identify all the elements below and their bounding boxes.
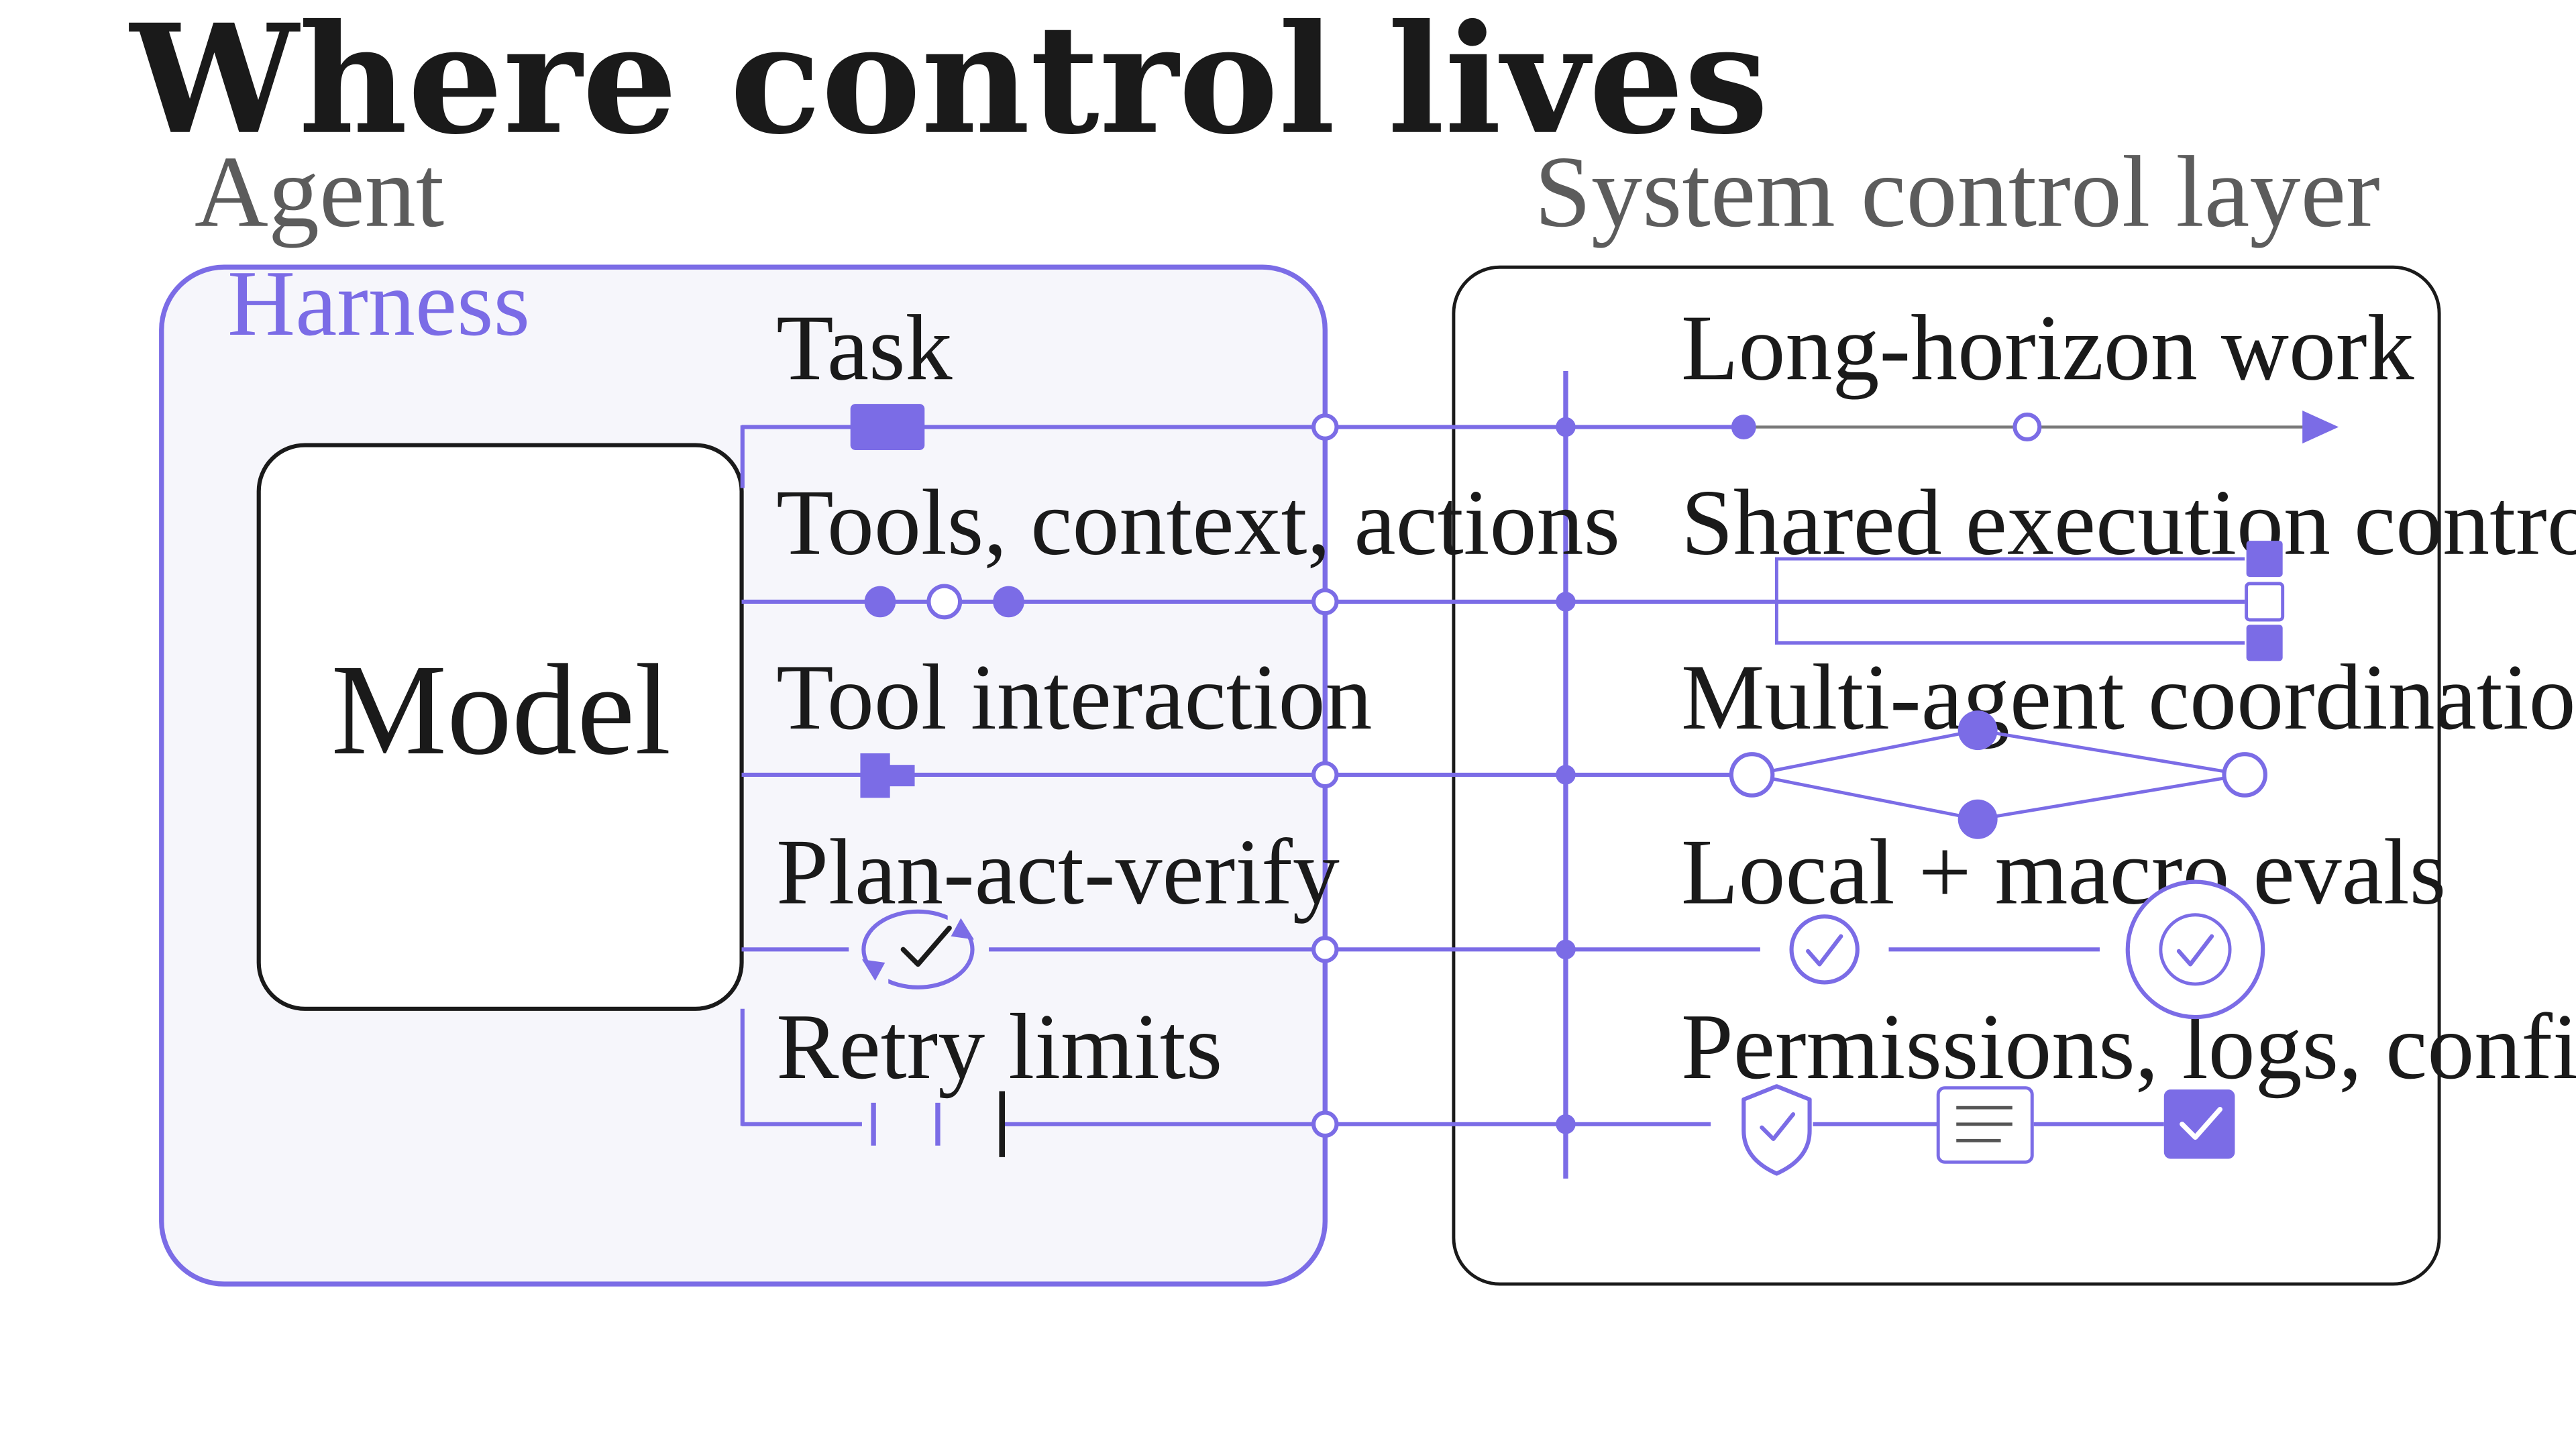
row-label-long-horizon: Long-horizon work — [1681, 296, 2415, 400]
timeline-icon — [1565, 410, 2339, 444]
verify-cycle-icon — [861, 909, 975, 989]
log-document-icon — [1936, 1086, 2034, 1164]
retry-ticks-icon — [861, 1091, 1006, 1157]
context-dot-icon — [926, 584, 963, 620]
row-label-retry-limits: Retry limits — [776, 995, 1222, 1099]
row-label-task: Task — [776, 296, 953, 400]
junction-node — [1311, 761, 1339, 789]
harness-junctions — [1311, 413, 1339, 1138]
multi-agent-icon — [1565, 710, 2267, 839]
system-control-layer-label: System control layer — [1534, 135, 2380, 248]
row-label-tool-interaction: Tool interaction — [776, 645, 1372, 749]
row-label-evals: Local + macro evals — [1681, 820, 2446, 924]
agent-label: Agent — [195, 135, 444, 248]
shared-execution-icon — [1565, 541, 2285, 661]
task-block-icon — [850, 404, 925, 450]
junction-node — [1311, 1110, 1339, 1138]
row-label-multi-agent: Multi-agent coordination — [1681, 645, 2576, 749]
confirmation-checkbox-icon — [2163, 1089, 2235, 1159]
junction-node — [1311, 936, 1339, 963]
row-label-plan-act-verify: Plan-act-verify — [776, 820, 1340, 924]
row-label-permissions: Permissions, logs, confirmation — [1681, 995, 2576, 1099]
row-label-tools: Tools, context, actions — [776, 471, 1620, 575]
junction-node — [1311, 588, 1339, 616]
model-box — [256, 443, 744, 1011]
page-title: Where control lives — [129, 0, 1768, 168]
model-label: Model — [331, 637, 672, 782]
evals-icon — [1565, 879, 2265, 1020]
permissions-icons — [1565, 1084, 2235, 1176]
harness-label: Harness — [227, 252, 530, 356]
junction-node — [1311, 413, 1339, 441]
plug-icon — [860, 753, 915, 798]
action-dot-icon — [993, 586, 1024, 618]
tool-dot-icon — [864, 586, 896, 618]
shield-icon — [1741, 1084, 1812, 1176]
